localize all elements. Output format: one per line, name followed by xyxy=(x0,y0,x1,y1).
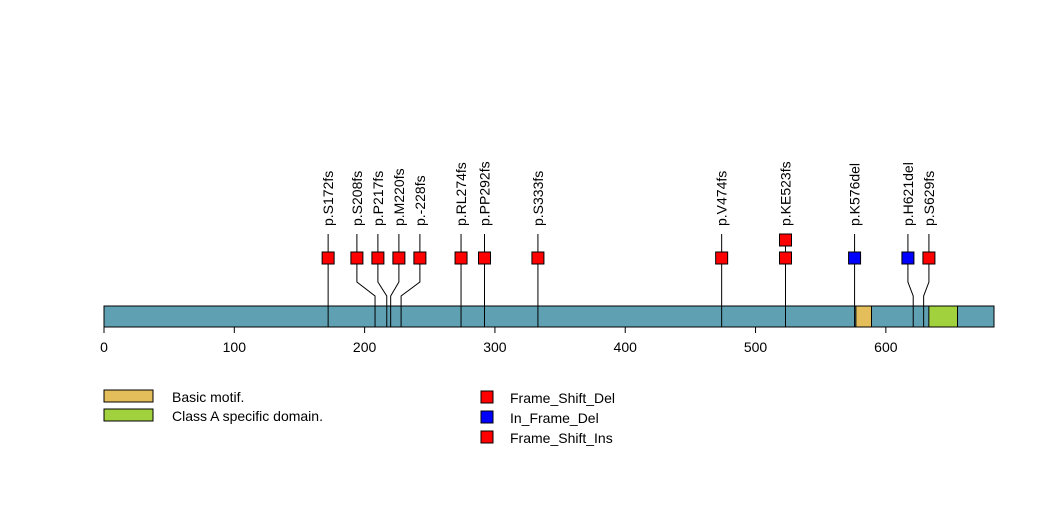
mutation-label: p.-228fs xyxy=(412,175,428,226)
mutation-label: p.PP292fs xyxy=(476,161,492,226)
mutation-label: p.S629fs xyxy=(921,171,937,226)
x-tick-label: 100 xyxy=(223,339,247,355)
mutation-marker xyxy=(371,251,385,265)
mutation-marker xyxy=(779,251,793,265)
mutation-marker xyxy=(413,251,427,265)
mutation-label: p.S172fs xyxy=(320,171,336,226)
mutation-label: p.S333fs xyxy=(530,171,546,226)
legend-type-label: Frame_Shift_Ins xyxy=(510,430,613,446)
legend-type-swatch xyxy=(480,430,494,444)
mutation-marker xyxy=(901,251,915,265)
x-tick-label: 400 xyxy=(614,339,638,355)
x-tick-label: 0 xyxy=(100,339,108,355)
legend-type-swatch xyxy=(480,410,494,424)
mutation-label: p.P217fs xyxy=(370,171,386,226)
domain-1 xyxy=(928,305,959,328)
mutation-label: p.S208fs xyxy=(349,171,365,226)
mutation-marker xyxy=(350,251,364,265)
mutation-label: p.M220fs xyxy=(391,168,407,226)
legend-type-swatch xyxy=(480,390,494,404)
legend-type-label: In_Frame_Del xyxy=(510,410,599,426)
x-tick-label: 300 xyxy=(483,339,507,355)
mutation-label: p.H621del xyxy=(900,162,916,226)
domain-0 xyxy=(855,305,873,328)
legend-domain-label: Class A specific domain. xyxy=(172,408,323,424)
mutation-marker xyxy=(715,251,729,265)
mutation-marker xyxy=(454,251,468,265)
mutation-marker xyxy=(392,251,406,265)
legend-domain-swatch xyxy=(103,408,154,422)
legend-type-label: Frame_Shift_Del xyxy=(510,390,615,406)
mutation-marker xyxy=(779,233,793,247)
mutation-label: p.K576del xyxy=(847,163,863,226)
legend-domain-swatch xyxy=(103,389,154,403)
x-tick-label: 200 xyxy=(353,339,377,355)
x-tick-label: 500 xyxy=(744,339,768,355)
legend-domain-label: Basic motif. xyxy=(172,389,244,405)
mutation-label: p.RL274fs xyxy=(453,162,469,226)
mutation-marker xyxy=(531,251,545,265)
mutation-label: p.KE523fs xyxy=(778,161,794,226)
mutation-marker xyxy=(922,251,936,265)
mutation-marker xyxy=(321,251,335,265)
mutation-marker xyxy=(848,251,862,265)
mutation-marker xyxy=(477,251,491,265)
mutation-label: p.V474fs xyxy=(714,171,730,226)
x-tick-label: 600 xyxy=(874,339,898,355)
